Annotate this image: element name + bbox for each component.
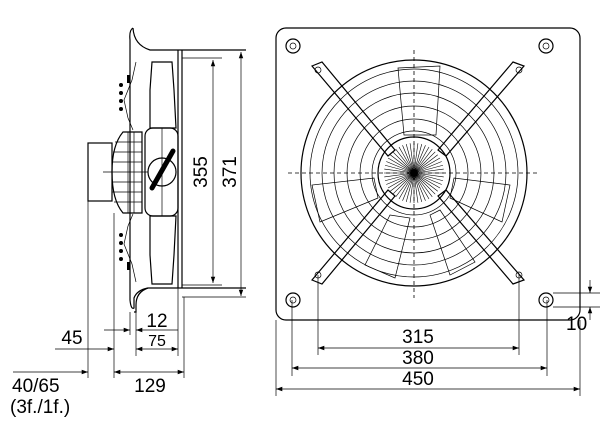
grille-spoke: [387, 157, 415, 174]
dim-40-65-label: 40/65: [12, 376, 60, 397]
grille-spoke: [392, 172, 415, 195]
fan-blades: [311, 65, 511, 279]
grille-spoke: [413, 161, 442, 174]
blade-bottom: [149, 215, 177, 285]
grille-spoke: [413, 172, 441, 189]
grille-spoke: [413, 145, 426, 174]
grille-spoke: [384, 172, 415, 178]
grille-spoke: [384, 168, 415, 174]
cable-bottom: [123, 213, 137, 283]
grille-spoke: [402, 172, 415, 201]
dim-10-label: 10: [566, 314, 587, 335]
grille-spoke: [409, 143, 415, 174]
front-dimensions: 315 380 450 10: [275, 275, 600, 396]
grille-spoke: [395, 172, 415, 197]
dim-129-label: 129: [134, 376, 166, 397]
side-view: [87, 27, 246, 313]
front-view: [275, 27, 581, 321]
grille-spoke: [395, 149, 415, 174]
grille-spoke: [413, 143, 419, 174]
grille-spoke: [390, 172, 415, 192]
grille-spoke: [405, 172, 415, 203]
grille-spoke: [402, 145, 415, 174]
plate-flange-top: [132, 27, 246, 51]
terminal-box: [87, 142, 113, 202]
grille-spoke: [413, 154, 438, 174]
grille-spoke: [413, 172, 433, 197]
motor-fins: [112, 132, 142, 213]
grille-spoke: [413, 151, 436, 174]
grille-spoke: [386, 172, 415, 185]
grille-spoke: [409, 172, 415, 203]
grille-spoke: [413, 149, 433, 174]
grille-spoke: [413, 172, 442, 185]
grille-spoke: [398, 146, 415, 174]
mounting-plate-profile: [129, 27, 246, 309]
dim-40-65-note: (3f./1f.): [10, 397, 70, 418]
mounting-plate: [275, 27, 581, 321]
grille-spoke: [405, 143, 415, 174]
grille-spoke: [384, 164, 415, 174]
grille-spoke: [413, 143, 423, 174]
grille-spoke: [413, 157, 441, 174]
grille-spoke: [413, 168, 444, 174]
grille-spoke: [413, 172, 444, 178]
grille-spoke: [413, 172, 419, 203]
grille-spoke: [413, 172, 436, 195]
grille-spoke: [384, 172, 415, 182]
grille-spoke: [413, 172, 423, 203]
cable-clips: [119, 75, 130, 270]
dim-355-label: 355: [191, 156, 212, 188]
dim-75-label: 75: [148, 333, 166, 350]
grille-spoke: [413, 172, 430, 200]
grille-spoke: [413, 172, 444, 182]
grille-spoke: [386, 161, 415, 174]
cable-top: [123, 61, 137, 131]
grille-spoke: [413, 146, 430, 174]
grille-spoke: [413, 164, 444, 174]
motor: [111, 131, 143, 214]
grille-spoke: [387, 172, 415, 189]
side-dimensions: 355 371 12 75 45 129 40/65 (3f./1f.): [10, 52, 246, 418]
blade-pitch-mark: [149, 148, 176, 191]
dim-380-label: 380: [402, 348, 434, 369]
grille-spoke: [413, 172, 438, 192]
dim-450-label: 450: [402, 369, 434, 390]
plate-flange-bottom: [134, 287, 149, 313]
motor-grille: [384, 143, 444, 203]
grille-spoke: [392, 151, 415, 174]
blade-top: [149, 61, 177, 129]
grille-spoke: [390, 154, 415, 174]
dim-315-label: 315: [402, 327, 434, 348]
grille-spoke: [398, 172, 415, 200]
mounting-holes: [285, 38, 554, 308]
grille-spoke: [413, 172, 426, 201]
dim-45-label: 45: [61, 328, 82, 349]
dim-371-label: 371: [220, 156, 241, 188]
dim-12-label: 12: [146, 311, 167, 332]
